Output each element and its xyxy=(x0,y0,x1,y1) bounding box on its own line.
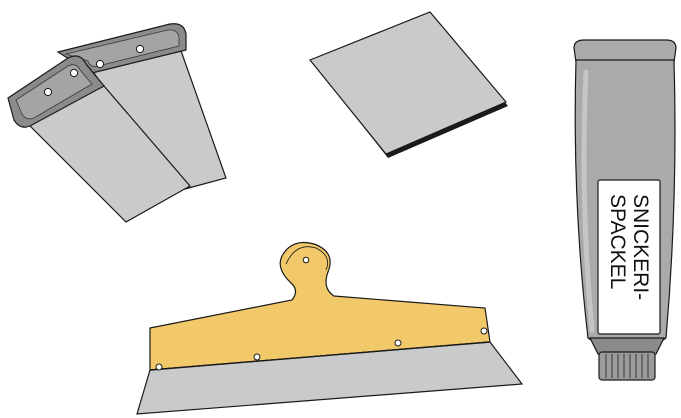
putty-knife-pair xyxy=(7,23,227,223)
filler-tube-crimp xyxy=(573,39,677,63)
filling-knife-rivet-3 xyxy=(394,339,402,347)
scraper-plate xyxy=(309,11,508,158)
filler-tube-label-line2: SPACKEL xyxy=(606,194,629,289)
filler-tube-cap-ribs xyxy=(605,354,649,378)
putty-knife-front-grip-inset xyxy=(15,64,93,120)
putty-knife-front xyxy=(7,55,191,223)
filler-tube: SNICKERI- SPACKEL xyxy=(573,39,677,381)
putty-knife-back-rivet-2 xyxy=(135,44,145,54)
putty-knife-front-rivet-2 xyxy=(69,68,79,78)
filler-tube-label xyxy=(597,179,661,335)
filler-tube-label-line1: SNICKERI- xyxy=(629,194,652,300)
scraper-plate-face xyxy=(309,11,507,155)
filling-knife-hang-hole xyxy=(302,256,310,264)
putty-knife-back xyxy=(56,23,227,194)
filling-knife-rivet-2 xyxy=(253,353,261,361)
putty-knife-back-rivet-1 xyxy=(95,59,105,69)
putty-knife-back-grip-inset xyxy=(64,29,180,67)
filling-knife xyxy=(136,241,524,415)
putty-knife-front-rivet-1 xyxy=(43,87,53,97)
filling-knife-handle-bevel xyxy=(285,246,329,271)
filling-knife-handle xyxy=(149,241,491,371)
filling-knife-blade-joint xyxy=(149,341,491,371)
filler-tube-highlight xyxy=(581,69,595,333)
filler-tube-cap xyxy=(598,351,656,381)
filler-tube-shoulder xyxy=(589,337,665,355)
filling-knife-rivet-4 xyxy=(480,327,488,335)
filling-knife-rivet-1 xyxy=(155,363,163,371)
